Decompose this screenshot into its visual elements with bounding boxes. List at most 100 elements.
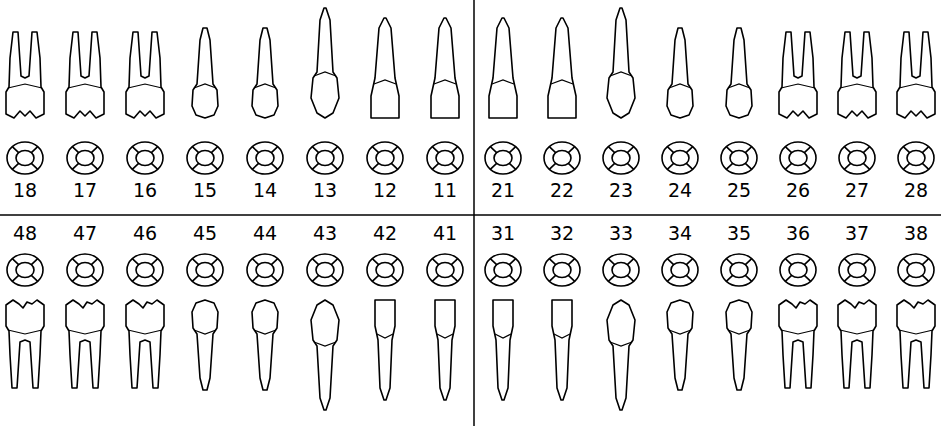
surface-symbol [127,142,163,174]
surface-divider [271,163,277,169]
surface-divider [686,259,692,265]
tooth-number: 42 [373,224,397,243]
surface-divider [192,259,198,265]
tooth-number: 21 [491,181,515,200]
outer-ring [839,142,875,174]
surface-divider [151,275,157,281]
cervical-line [437,334,453,338]
tooth-outline [6,32,44,118]
tooth-drawing [779,32,817,118]
surface-divider [192,147,198,153]
surface-divider [804,275,810,281]
surface-symbol [67,142,103,174]
surface-symbol [485,254,521,286]
surface-symbol [67,254,103,286]
tooth-number: 47 [73,224,97,243]
inner-ring [256,263,274,278]
surface-divider [451,259,457,265]
tooth-drawing [431,18,459,118]
tooth-drawing [897,32,935,118]
surface-divider [608,163,614,169]
surface-divider [608,147,614,153]
outer-ring [898,142,934,174]
surface-symbol [544,142,580,174]
cervical-line [492,80,514,84]
tooth-number: 11 [433,181,457,200]
surface-divider [432,163,438,169]
tooth-number: 46 [133,224,157,243]
tooth-outline [667,300,693,390]
surface-divider [312,147,318,153]
inner-ring [76,263,94,278]
tooth-drawing [548,18,576,118]
tooth-number: 36 [786,224,810,243]
tooth-outline [493,300,513,400]
tooth-number: 43 [313,224,337,243]
surface-divider [12,275,18,281]
tooth-drawing [311,8,339,118]
outer-ring [127,254,163,286]
tooth-outline [838,300,876,388]
tooth-drawing [252,28,278,118]
tooth-drawing [6,32,44,118]
surface-divider [12,163,18,169]
inner-ring [907,151,925,166]
tooth-number: 32 [550,224,574,243]
outer-ring [7,254,43,286]
outer-ring [662,142,698,174]
tooth-number: 34 [668,224,692,243]
tooth-outline [252,300,278,390]
cervical-line [194,84,216,88]
surface-divider [509,275,515,281]
surface-divider [726,275,732,281]
surface-divider [627,275,633,281]
inner-ring [436,151,454,166]
tooth-outline [192,300,218,390]
surface-divider [922,163,928,169]
inner-ring [612,263,630,278]
surface-divider [549,163,555,169]
surface-divider [391,163,397,169]
cervical-line [194,330,216,334]
inner-ring [16,151,34,166]
tooth-drawing [66,300,104,388]
surface-divider [785,275,791,281]
tooth-number: 16 [133,181,157,200]
tooth-outline [897,300,935,388]
inner-ring [907,263,925,278]
surface-divider [31,275,37,281]
tooth-number: 44 [253,224,277,243]
surface-divider [312,275,318,281]
outer-ring [187,142,223,174]
tooth-outline [607,8,635,118]
surface-divider [785,163,791,169]
tooth-outline [726,300,752,390]
outer-ring [247,142,283,174]
surface-symbol [7,142,43,174]
outer-ring [662,254,698,286]
outer-ring [544,142,580,174]
cervical-line [128,330,162,334]
outer-ring [898,254,934,286]
tooth-outline [192,28,218,118]
tooth-outline [126,300,164,388]
tooth-outline [6,300,44,388]
tooth-number: 45 [193,224,217,243]
surface-divider [252,275,258,281]
surface-symbol [544,254,580,286]
tooth-drawing [897,300,935,388]
surface-divider [451,163,457,169]
tooth-outline [66,300,104,388]
tooth-drawing [667,28,693,118]
surface-divider [922,147,928,153]
surface-divider [667,259,673,265]
inner-ring [136,263,154,278]
tooth-number: 25 [727,181,751,200]
outer-ring [780,142,816,174]
outer-ring [721,142,757,174]
outer-ring [187,254,223,286]
tooth-outline [667,28,693,118]
outer-ring [839,254,875,286]
inner-ring [436,263,454,278]
